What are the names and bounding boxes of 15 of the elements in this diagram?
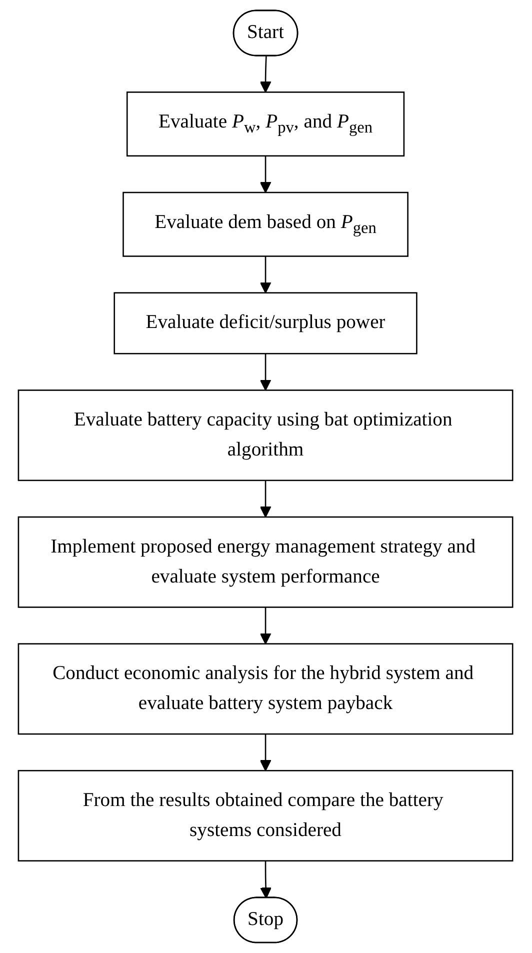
arrow xyxy=(260,860,272,899)
arrow xyxy=(260,56,272,93)
arrow xyxy=(260,156,272,194)
node-box: Conduct economic analysis for the hybrid system and evaluate battery system payback xyxy=(18,643,514,735)
arrow xyxy=(260,734,272,772)
node-box: Evaluate P$_{w}$, P$_{pv}$, and P$_{gen}$ xyxy=(126,92,406,157)
arrow xyxy=(260,480,272,518)
node-box: Evaluate deficit/surplus power xyxy=(114,292,418,354)
node-box: From the results obtained compare the battery systems considered xyxy=(18,770,514,862)
node-box: Implement proposed energy management strategy and evaluate system performance xyxy=(18,516,514,608)
node-box: Evaluate battery capacity using bat optimization algorithm xyxy=(18,390,514,482)
node-box: Evaluate dem based on P$_{gen}$ xyxy=(123,192,409,257)
arrow xyxy=(260,256,272,294)
arrow xyxy=(260,607,272,644)
arrow xyxy=(260,354,272,391)
